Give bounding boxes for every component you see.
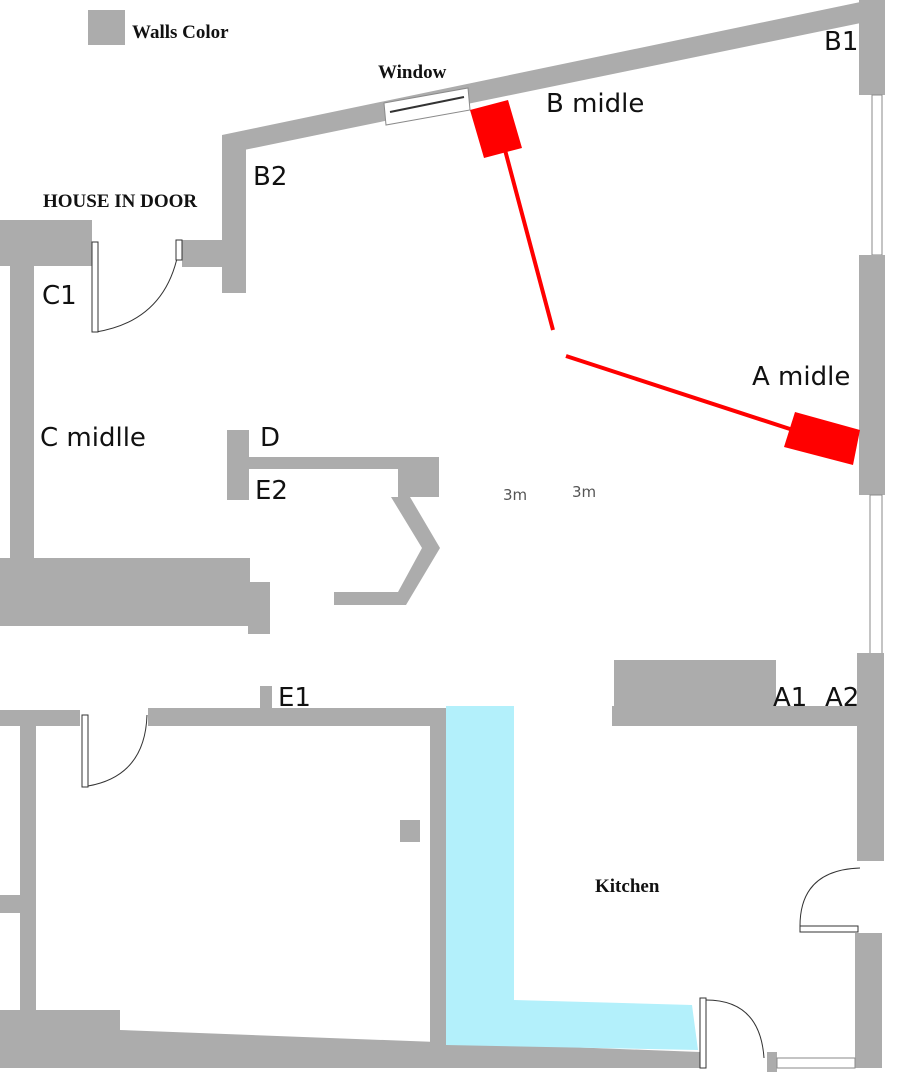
door-jamb-entry <box>175 239 183 261</box>
middle-wall-left <box>0 710 80 726</box>
door-arc-entry <box>95 241 181 333</box>
angled-wall <box>334 497 440 605</box>
bottom-wall <box>0 1010 700 1068</box>
right-wall-bottom <box>855 933 882 1068</box>
e2-label: E2 <box>255 476 288 506</box>
lower-left-block <box>0 558 250 626</box>
door-leaf-kitchen <box>799 925 859 933</box>
e1-pillar <box>260 686 272 710</box>
b2-wall <box>222 135 246 293</box>
middle-wall-right <box>148 708 445 726</box>
e1-label: E1 <box>278 683 311 713</box>
b-middle-label: B midle <box>546 89 644 119</box>
left-wall-upper <box>10 230 34 620</box>
kitchen-counter <box>446 706 698 1050</box>
distance-label-1: 3m <box>503 486 527 504</box>
door-arc-bottom <box>705 999 765 1059</box>
entry-wall-right <box>182 240 242 267</box>
right-glass-2 <box>869 494 883 656</box>
sensor-a <box>784 412 860 465</box>
counter-wall <box>612 706 872 726</box>
right-glass-1 <box>871 94 883 256</box>
door-leaf-bottom <box>699 997 707 1069</box>
house-in-door-label: HOUSE IN DOOR <box>43 191 197 212</box>
d-label: D <box>260 423 280 453</box>
legend-swatch <box>88 10 125 45</box>
door-arc-room <box>87 714 148 787</box>
lower-left-wall <box>20 710 36 1050</box>
door-arc-kitchen <box>799 867 861 927</box>
kitchen-divider <box>430 708 446 1048</box>
small-pillar <box>400 820 420 842</box>
partition-wall <box>249 457 439 469</box>
right-wall-lower <box>857 653 884 861</box>
a2-label: A2 <box>825 683 859 713</box>
legend-label: Walls Color <box>132 22 229 43</box>
distance-label-2: 3m <box>572 483 596 501</box>
partition-block <box>398 457 439 497</box>
pillar-d <box>227 430 249 500</box>
beam-a <box>565 354 794 432</box>
lower-left-edge <box>0 895 20 913</box>
window-line <box>389 96 465 113</box>
b2-label: B2 <box>253 162 287 192</box>
c-middle-label: C midlle <box>40 423 146 453</box>
right-wall-mid <box>859 255 885 495</box>
a-middle-label: A midle <box>752 362 850 392</box>
door-leaf-entry <box>91 241 99 333</box>
sensor-b <box>470 100 522 158</box>
bottom-glass <box>776 1057 856 1069</box>
lower-left-stub <box>248 582 270 634</box>
door-leaf-room <box>81 714 89 788</box>
b1-label: B1 <box>824 27 858 57</box>
right-wall-top <box>859 0 885 95</box>
counter-block <box>614 660 776 708</box>
beam-b <box>503 149 555 331</box>
window-label: Window <box>378 62 447 83</box>
top-wall <box>222 0 885 150</box>
c1-label: C1 <box>42 281 77 311</box>
a1-label: A1 <box>773 683 807 713</box>
bottom-right-stub <box>767 1052 777 1072</box>
kitchen-label: Kitchen <box>595 876 660 897</box>
